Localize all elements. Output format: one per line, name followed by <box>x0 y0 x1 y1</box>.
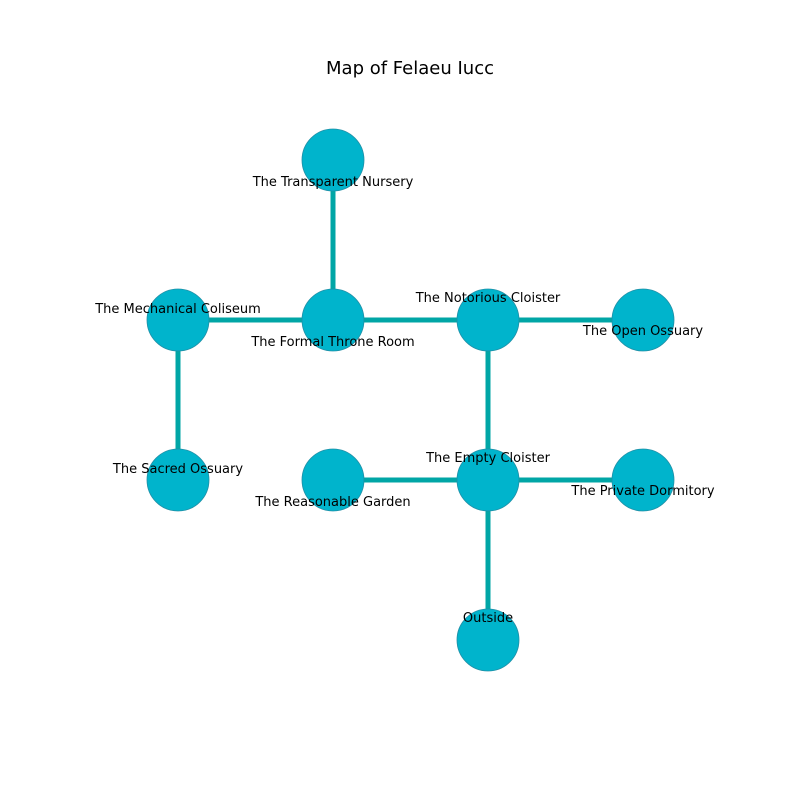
room-node-reasonable-garden <box>301 448 365 512</box>
room-label-private-dormitory: The Private Dormitory <box>570 484 715 499</box>
room-node-open-ossuary <box>611 288 675 352</box>
room-node-private-dormitory <box>611 448 675 512</box>
room-label-notorious-cloister: The Notorious Cloister <box>415 291 561 306</box>
room-label-sacred-ossuary: The Sacred Ossuary <box>112 462 243 477</box>
room-node-sacred-ossuary <box>146 448 210 512</box>
connections-layer <box>175 160 643 640</box>
room-node-transparent-nursery <box>301 128 365 192</box>
room-node-empty-cloister <box>456 448 520 512</box>
room-node-notorious-cloister <box>456 288 520 352</box>
room-node-mechanical-coliseum <box>146 288 210 352</box>
rooms-layer <box>146 128 675 672</box>
room-node-outside <box>456 608 520 672</box>
room-label-reasonable-garden: The Reasonable Garden <box>254 495 410 510</box>
room-label-formal-throne-room: The Formal Throne Room <box>250 335 414 350</box>
room-label-transparent-nursery: The Transparent Nursery <box>252 175 414 190</box>
room-label-mechanical-coliseum: The Mechanical Coliseum <box>94 302 261 317</box>
room-label-open-ossuary: The Open Ossuary <box>582 324 703 339</box>
room-label-empty-cloister: The Empty Cloister <box>425 451 550 466</box>
map-title: Map of Felaeu Iucc <box>326 58 494 79</box>
room-node-formal-throne-room <box>301 288 365 352</box>
room-label-outside: Outside <box>463 611 513 626</box>
